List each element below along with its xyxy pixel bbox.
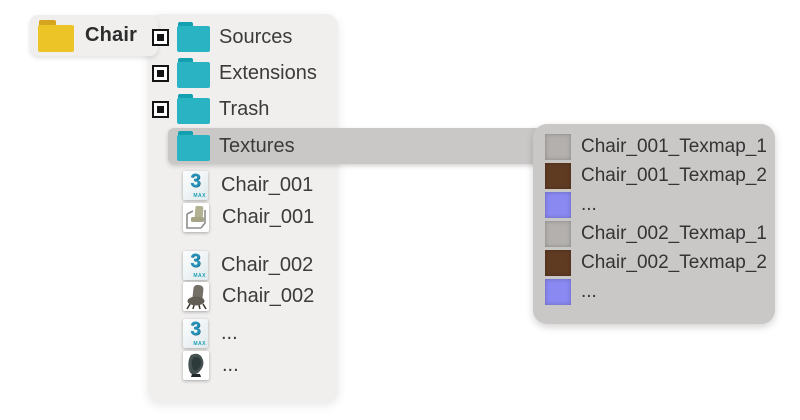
texture-swatch-purple xyxy=(545,279,571,305)
chair-photo-2-icon xyxy=(183,281,209,311)
file-item-more-image[interactable]: ... xyxy=(152,350,338,380)
max-icon-sub-label: MAX xyxy=(193,340,206,347)
checked-box-icon[interactable] xyxy=(152,28,169,46)
teal-folder-icon xyxy=(177,58,210,88)
max-icon-numeral: 3 xyxy=(190,250,201,272)
teal-folder-icon xyxy=(177,22,210,52)
texture-swatch-gray xyxy=(545,134,571,160)
teal-folder-icon xyxy=(177,94,210,124)
texture-item-002-1[interactable]: Chair_002_Texmap_1 xyxy=(545,221,775,247)
tree-item-extensions[interactable]: Extensions xyxy=(152,55,338,91)
texture-label: Chair_002_Texmap_2 xyxy=(581,252,767,273)
texture-label: Chair_001_Texmap_1 xyxy=(581,136,767,157)
folder-label: Extensions xyxy=(219,61,317,84)
3ds-max-file-icon: 3 MAX xyxy=(183,170,208,200)
max-icon-numeral: 3 xyxy=(190,318,201,340)
file-label: Chair_001 xyxy=(222,205,315,228)
chair-1-drawing xyxy=(186,205,206,229)
file-label: Chair_002 xyxy=(221,253,314,276)
texture-label: ... xyxy=(581,194,597,215)
file-item-chair-002-max[interactable]: 3 MAX Chair_002 xyxy=(152,250,338,280)
root-folder-label: Chair xyxy=(85,24,138,46)
file-label: Chair_002 xyxy=(222,284,315,307)
folder-label: Sources xyxy=(219,25,293,48)
texture-swatch-brown xyxy=(545,250,571,276)
texture-item-001-more[interactable]: ... xyxy=(545,192,775,218)
tree-item-sources[interactable]: Sources xyxy=(152,19,338,55)
yellow-folder-icon xyxy=(38,19,74,52)
max-icon-sub-label: MAX xyxy=(193,272,206,279)
texture-item-001-1[interactable]: Chair_001_Texmap_1 xyxy=(545,134,775,160)
chair-photo-3-icon xyxy=(183,350,209,380)
chair-3-drawing xyxy=(188,353,204,377)
file-item-chair-002-image[interactable]: Chair_002 xyxy=(152,281,338,311)
file-item-chair-001-max[interactable]: 3 MAX Chair_001 xyxy=(152,170,338,200)
textures-highlight-band xyxy=(168,128,550,164)
max-icon-sub-label: MAX xyxy=(193,192,206,199)
texture-label: Chair_002_Texmap_1 xyxy=(581,223,767,244)
file-label: Chair_001 xyxy=(221,173,314,196)
file-label: ... xyxy=(221,321,238,344)
chair-2-drawing xyxy=(186,284,207,309)
texture-item-002-more[interactable]: ... xyxy=(545,279,775,305)
folder-label: Textures xyxy=(219,134,295,157)
3ds-max-file-icon: 3 MAX xyxy=(183,250,208,280)
texture-swatch-brown xyxy=(545,163,571,189)
tree-item-textures[interactable]: Textures xyxy=(152,128,338,164)
texture-maps-panel: Chair_001_Texmap_1 Chair_001_Texmap_2 ..… xyxy=(533,124,775,324)
tree-item-trash[interactable]: Trash xyxy=(152,91,338,127)
checked-box-icon[interactable] xyxy=(152,64,169,82)
texture-label: ... xyxy=(581,281,597,302)
max-icon-numeral: 3 xyxy=(190,170,201,192)
texture-swatch-purple xyxy=(545,192,571,218)
texture-item-001-2[interactable]: Chair_001_Texmap_2 xyxy=(545,163,775,189)
file-label: ... xyxy=(222,353,239,376)
chair-photo-1-icon xyxy=(183,202,209,232)
file-item-chair-001-image[interactable]: Chair_001 xyxy=(152,202,338,232)
texture-item-002-2[interactable]: Chair_002_Texmap_2 xyxy=(545,250,775,276)
3ds-max-file-icon: 3 MAX xyxy=(183,318,208,348)
teal-folder-icon xyxy=(177,131,210,161)
texture-label: Chair_001_Texmap_2 xyxy=(581,165,767,186)
file-item-more-max[interactable]: 3 MAX ... xyxy=(152,318,338,348)
texture-swatch-gray xyxy=(545,221,571,247)
root-folder-chair[interactable]: Chair xyxy=(30,15,158,56)
folder-label: Trash xyxy=(219,97,270,120)
checked-box-icon[interactable] xyxy=(152,100,169,118)
